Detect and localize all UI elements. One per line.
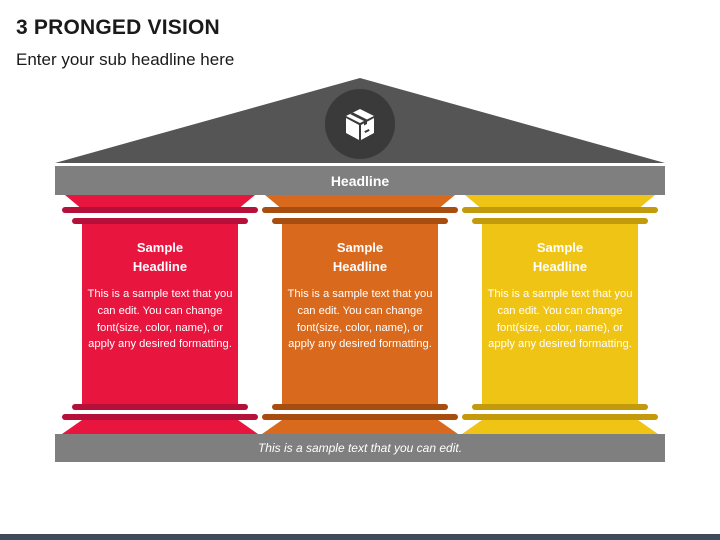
- headline-beam: [55, 166, 665, 195]
- temple-headline: Headline: [330, 172, 390, 189]
- box-icon: [325, 89, 395, 159]
- pillar-2: [262, 195, 458, 434]
- roof-icon-circle: [325, 89, 395, 159]
- pillar-1-body: This is a sample text that you can edit.…: [87, 288, 233, 351]
- pillar-3-body: This is a sample text that you can edit.…: [487, 288, 633, 351]
- bottom-strip: [0, 534, 720, 540]
- pillar-2-body: This is a sample text that you can edit.…: [287, 288, 433, 351]
- slide-title: 3 PRONGED VISION: [16, 16, 220, 39]
- pillar-1: [62, 195, 258, 434]
- footer-beam: [55, 434, 665, 462]
- footer-text: This is a sample text that you can edit.: [257, 441, 463, 455]
- pillar-3: [462, 195, 658, 434]
- slide-subtitle: Enter your sub headline here: [16, 50, 235, 69]
